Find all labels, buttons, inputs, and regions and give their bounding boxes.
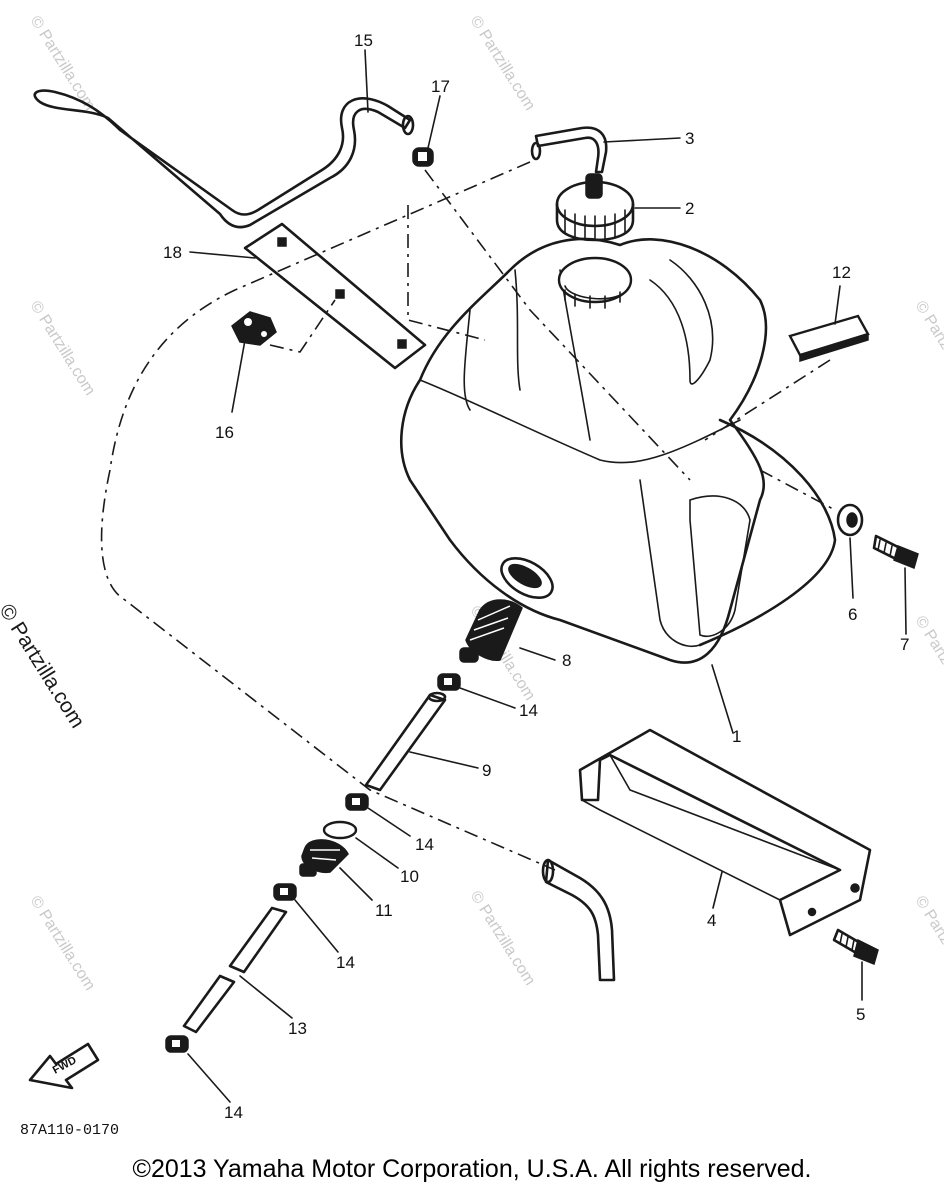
damper-pad [788, 314, 870, 363]
callout-2: 2 [685, 199, 694, 218]
fuel-cock-11 [299, 839, 349, 877]
bolt-7 [872, 534, 919, 570]
tank-band-4 [578, 728, 872, 937]
guide-line-clamp16 [269, 299, 336, 353]
callout-6: 6 [848, 605, 857, 624]
callout-10: 10 [400, 867, 419, 886]
callout-1: 1 [732, 727, 741, 746]
clip-14-mid [345, 793, 369, 811]
clamp-16 [231, 311, 277, 346]
callout-8: 8 [562, 651, 571, 670]
bolt-5 [832, 928, 879, 966]
callout-4: 4 [707, 911, 716, 930]
clip-14-low [273, 883, 297, 901]
copyright-notice: ©2013 Yamaha Motor Corporation, U.S.A. A… [132, 1155, 812, 1183]
callout-11: 11 [375, 901, 393, 920]
callout-9: 9 [482, 761, 491, 780]
watermark-8: © Partzilla.com [912, 613, 944, 713]
diagram-code: 87A110-0170 [20, 1122, 120, 1139]
callout-14-upper: 14 [519, 701, 538, 720]
callout-5: 5 [856, 1005, 865, 1024]
overflow-hose [541, 858, 616, 982]
breather-tube [33, 89, 415, 229]
callout-15: 15 [354, 31, 373, 50]
callout-14-bottom: 14 [224, 1103, 243, 1122]
clip-14-bottom [165, 1035, 189, 1053]
callouts: 15 17 3 2 12 18 16 6 7 8 14 1 9 14 10 11… [163, 31, 909, 1122]
callout-14-mid: 14 [415, 835, 434, 854]
fuel-filter-8 [459, 599, 523, 663]
clip-14-upper [437, 673, 461, 691]
fuel-tank [400, 237, 837, 664]
fuel-cap [555, 173, 635, 242]
callout-7: 7 [900, 635, 909, 654]
guide-line-clip17 [424, 169, 691, 481]
watermark-5: © Partzilla.com [467, 888, 539, 988]
watermark-7: © Partzilla.com [912, 298, 944, 398]
callout-17: 17 [431, 77, 450, 96]
watermark-3: © Partzilla.com [27, 893, 99, 993]
gasket-10 [322, 820, 358, 840]
fuel-hose-13 [182, 906, 288, 1034]
callout-12: 12 [832, 263, 851, 282]
guide-line-bracket [407, 205, 486, 341]
callout-3: 3 [685, 129, 694, 148]
tank-bracket-plate [243, 222, 427, 370]
fuel-hose-9 [364, 691, 447, 792]
watermark-9: © Partzilla.com [912, 893, 944, 993]
watermark-2: © Partzilla.com [467, 13, 539, 113]
clip-17 [412, 147, 434, 167]
fwd-arrow-icon: FWD [28, 1042, 100, 1090]
callout-14-low: 14 [336, 953, 355, 972]
washer-6 [836, 503, 864, 537]
leader-lines [187, 49, 907, 1103]
vent-hose [530, 126, 608, 174]
callout-18: 18 [163, 243, 182, 262]
callout-16: 16 [215, 423, 234, 442]
watermark-6: © Partzilla.com [27, 298, 99, 398]
callout-13: 13 [288, 1019, 307, 1038]
assembly-outline [100, 161, 556, 871]
